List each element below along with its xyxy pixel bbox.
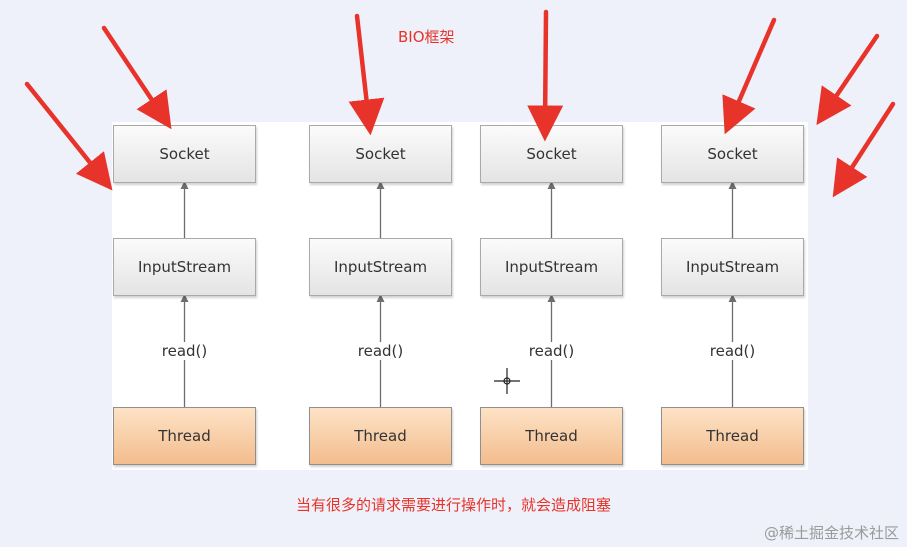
red-pointer-arrow (816, 33, 880, 126)
read-call-label: read() (692, 342, 773, 360)
red-pointer-arrow (348, 13, 385, 136)
thread-box: Thread (113, 407, 256, 465)
red-pointer-arrow (527, 9, 564, 142)
red-pointer-arrow (722, 17, 777, 135)
thread-box: Thread (309, 407, 452, 465)
thread-box: Thread (661, 407, 804, 465)
red-pointer-arrow (832, 101, 896, 198)
red-pointer-arrow (24, 81, 113, 191)
read-call-label: read() (144, 342, 225, 360)
read-call-label: read() (340, 342, 421, 360)
red-pointer-arrow (101, 25, 172, 130)
caption-text: 当有很多的请求需要进行操作时，就会造成阻塞 (295, 496, 611, 514)
inputstream-box: InputStream (113, 238, 256, 296)
inputstream-box: InputStream (309, 238, 452, 296)
read-call-label: read() (511, 342, 592, 360)
socket-box: Socket (661, 125, 804, 183)
watermark: @稀土掘金技术社区 (763, 524, 899, 542)
socket-box: Socket (309, 125, 452, 183)
thread-box: Thread (480, 407, 623, 465)
inputstream-box: InputStream (661, 238, 804, 296)
diagram-title: BIO框架 (398, 28, 455, 46)
inputstream-box: InputStream (480, 238, 623, 296)
socket-box: Socket (113, 125, 256, 183)
cursor-crosshair-icon (494, 368, 520, 394)
